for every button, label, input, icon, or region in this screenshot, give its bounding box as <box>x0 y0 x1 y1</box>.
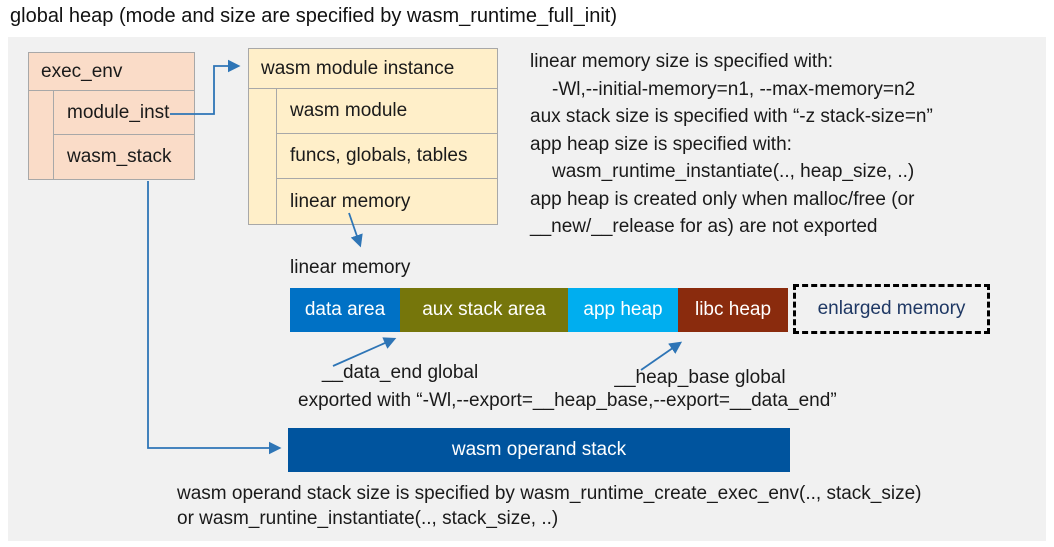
note-line: linear memory size is specified with: <box>530 51 834 72</box>
segment-app-heap: app heap <box>568 288 678 332</box>
exec-env-row-wasm-stack: wasm_stack <box>53 135 194 179</box>
note-line: app heap size is specified with: <box>530 133 792 155</box>
module-instance-box: wasm module instance wasm module funcs, … <box>248 48 498 225</box>
memory-size-notes: linear memory size is specified with: -W… <box>530 48 1042 241</box>
segment-data-area: data area <box>290 288 400 332</box>
wasm-operand-stack-bar: wasm operand stack <box>288 428 790 472</box>
enlarged-memory-box: enlarged memory <box>793 284 990 334</box>
segment-libc-heap: libc heap <box>678 288 788 332</box>
module-instance-row-linear-memory: linear memory <box>276 179 497 224</box>
note-line: wasm_runtime_instantiate(.., heap_size, … <box>552 161 915 182</box>
note-line: -Wl,--initial-memory=n1, --max-memory=n2 <box>552 78 916 100</box>
page-title: global heap (mode and size are specified… <box>10 5 617 27</box>
exec-env-header: exec_env <box>29 53 194 91</box>
heap-base-global-label: __heap_base global <box>614 367 786 388</box>
note-line: __new/__release for as) are not exported <box>530 216 878 237</box>
module-instance-header: wasm module instance <box>249 49 497 89</box>
note-line: or wasm_runtine_instantiate(.., stack_si… <box>177 508 559 529</box>
module-instance-row-funcs-globals-tables: funcs, globals, tables <box>276 134 497 179</box>
exported-with-label: exported with “-Wl,--export=__heap_base,… <box>298 390 837 411</box>
linear-memory-bar: data area aux stack area app heap libc h… <box>290 288 788 332</box>
module-instance-row-wasm-module: wasm module <box>276 89 497 134</box>
linear-memory-label: linear memory <box>290 257 411 278</box>
operand-stack-note: wasm operand stack size is specified by … <box>177 481 922 531</box>
segment-aux-stack-area: aux stack area <box>400 288 568 332</box>
data-end-global-label: __data_end global <box>321 362 479 383</box>
note-line: aux stack size is specified with “-z sta… <box>530 106 933 127</box>
note-line: app heap is created only when malloc/fre… <box>530 188 915 210</box>
exec-env-box: exec_env module_inst wasm_stack <box>28 52 195 180</box>
note-line: wasm operand stack size is specified by … <box>177 483 922 504</box>
exec-env-row-module-inst: module_inst <box>53 91 194 135</box>
